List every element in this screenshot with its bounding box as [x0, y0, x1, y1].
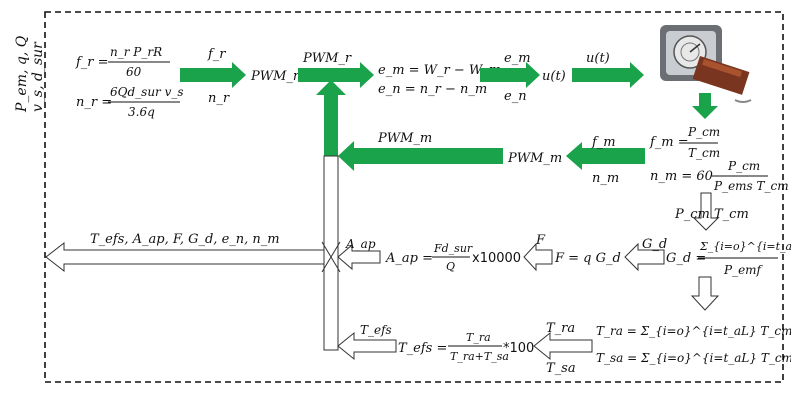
- eq-em: e_m = W_r − W_m: [378, 63, 501, 78]
- arrow-tra-top: T_ra: [546, 321, 575, 336]
- u-t-label-2: u(t): [586, 51, 610, 66]
- aap-label: A_ap: [345, 237, 376, 251]
- arrow1-bottom: n_r: [208, 91, 230, 106]
- eq-aap-mult: x10000: [472, 251, 521, 266]
- pwm-r-label-2: PWM_r: [302, 51, 352, 66]
- green-arrow-em-en: [480, 62, 540, 88]
- white-arrow-gd: [624, 242, 665, 272]
- white-arrow-aap: [337, 243, 381, 271]
- eq-fm-lhs: f_m =: [649, 135, 689, 150]
- eq-gd-lhs: G_d =: [666, 251, 706, 266]
- arrow1-top: f_r: [207, 47, 226, 62]
- eq-tefs-num: T_ra: [466, 331, 491, 344]
- eq-gd-num: Σ_{i=o}^{i=t_aL} P_cm_i: [699, 240, 791, 253]
- svg-text:P_em, q, Q: P_em, q, Q: [14, 35, 30, 113]
- inputs-label: P_em, q, Q v_s, d_sur: [14, 35, 46, 113]
- eq-f: F = q G_d: [554, 251, 621, 266]
- white-arrow-f: [523, 242, 553, 272]
- eq-fr-lhs: f_r =: [75, 55, 109, 70]
- white-arrow-to-tra-tsa: [690, 276, 720, 311]
- eq-fr-den: 60: [126, 65, 142, 79]
- eq-tefs-den: T_ra+T_sa: [450, 350, 509, 363]
- arrow3-bottom: e_n: [504, 89, 527, 104]
- eq-nm-num: P_cm: [727, 159, 760, 173]
- pwm-m-label-1: PWM_m: [507, 151, 562, 166]
- pcm-tcm-label: P_cm T_cm: [674, 207, 749, 222]
- white-arrow-tefs: [337, 331, 397, 361]
- svg-text:v_s, d_sur: v_s, d_sur: [30, 41, 46, 112]
- green-arrow-pwm-r: [298, 62, 374, 88]
- eq-tsa: T_sa = Σ_{i=o}^{i=t_aL} T_cm_i si P_cm =…: [596, 351, 791, 365]
- eq-tra: T_ra = Σ_{i=o}^{i=t_aL} T_cm_i si P_cm>0: [596, 324, 791, 338]
- pwm-m-label-2: PWM_m: [377, 131, 432, 146]
- pwm-r-label-1: PWM_r: [250, 69, 300, 84]
- arrow3-top: e_m: [504, 51, 531, 66]
- white-bus-vertical: [323, 155, 339, 351]
- eq-nr-den: 3.6q: [128, 105, 155, 119]
- green-arrow-fr-nr: [180, 62, 246, 88]
- u-t-label-1: u(t): [542, 69, 566, 84]
- eq-tefs-mult: *100: [503, 341, 534, 356]
- bus-crossing: [321, 241, 341, 273]
- eq-nr-lhs: n_r =: [76, 95, 112, 110]
- eq-en: e_n = n_r − n_m: [378, 82, 487, 97]
- green-arrow-pwm-m: [338, 141, 503, 171]
- gd-label: G_d: [642, 237, 667, 252]
- eq-fm-num: P_cm: [687, 125, 720, 139]
- eq-nr-num: 6Qd_sur v_s: [110, 85, 184, 99]
- white-arrow-outputs: [45, 241, 325, 273]
- dashed-frame: [44, 11, 784, 383]
- tefs-label: T_efs: [360, 323, 392, 337]
- green-arrow-u-t: [572, 62, 644, 88]
- green-arrow-up-feedback: [316, 80, 346, 156]
- white-arrow-pcm-tcm: [692, 192, 720, 231]
- eq-nm-lhs: n_m = 60: [650, 169, 713, 184]
- f-label: F: [535, 233, 546, 248]
- eq-nm-den: P_ems T_cm: [713, 179, 789, 193]
- white-arrow-tra-tsa: [533, 331, 593, 361]
- eq-aap-num: Fd_sur: [433, 242, 473, 255]
- eq-tefs-lhs: T_efs =: [398, 341, 447, 356]
- arrow-fm-top: f_m: [591, 135, 616, 150]
- eq-gd-den: P_emf: [723, 263, 764, 277]
- green-arrow-down-device: [692, 93, 718, 119]
- eq-aap-den: Q: [446, 260, 455, 273]
- eq-fr-num: n_r P_rR: [110, 45, 162, 59]
- green-arrow-fm-nm: [566, 142, 645, 170]
- eq-fm-den: T_cm: [688, 146, 720, 160]
- arrow-fm-bottom: n_m: [592, 171, 619, 186]
- outputs-label: T_efs, A_ap, F, G_d, e_n, n_m: [90, 232, 280, 247]
- eq-aap-lhs: A_ap =: [385, 251, 433, 266]
- device-picture: [660, 25, 752, 103]
- arrow-tra-bottom: T_sa: [546, 361, 576, 376]
